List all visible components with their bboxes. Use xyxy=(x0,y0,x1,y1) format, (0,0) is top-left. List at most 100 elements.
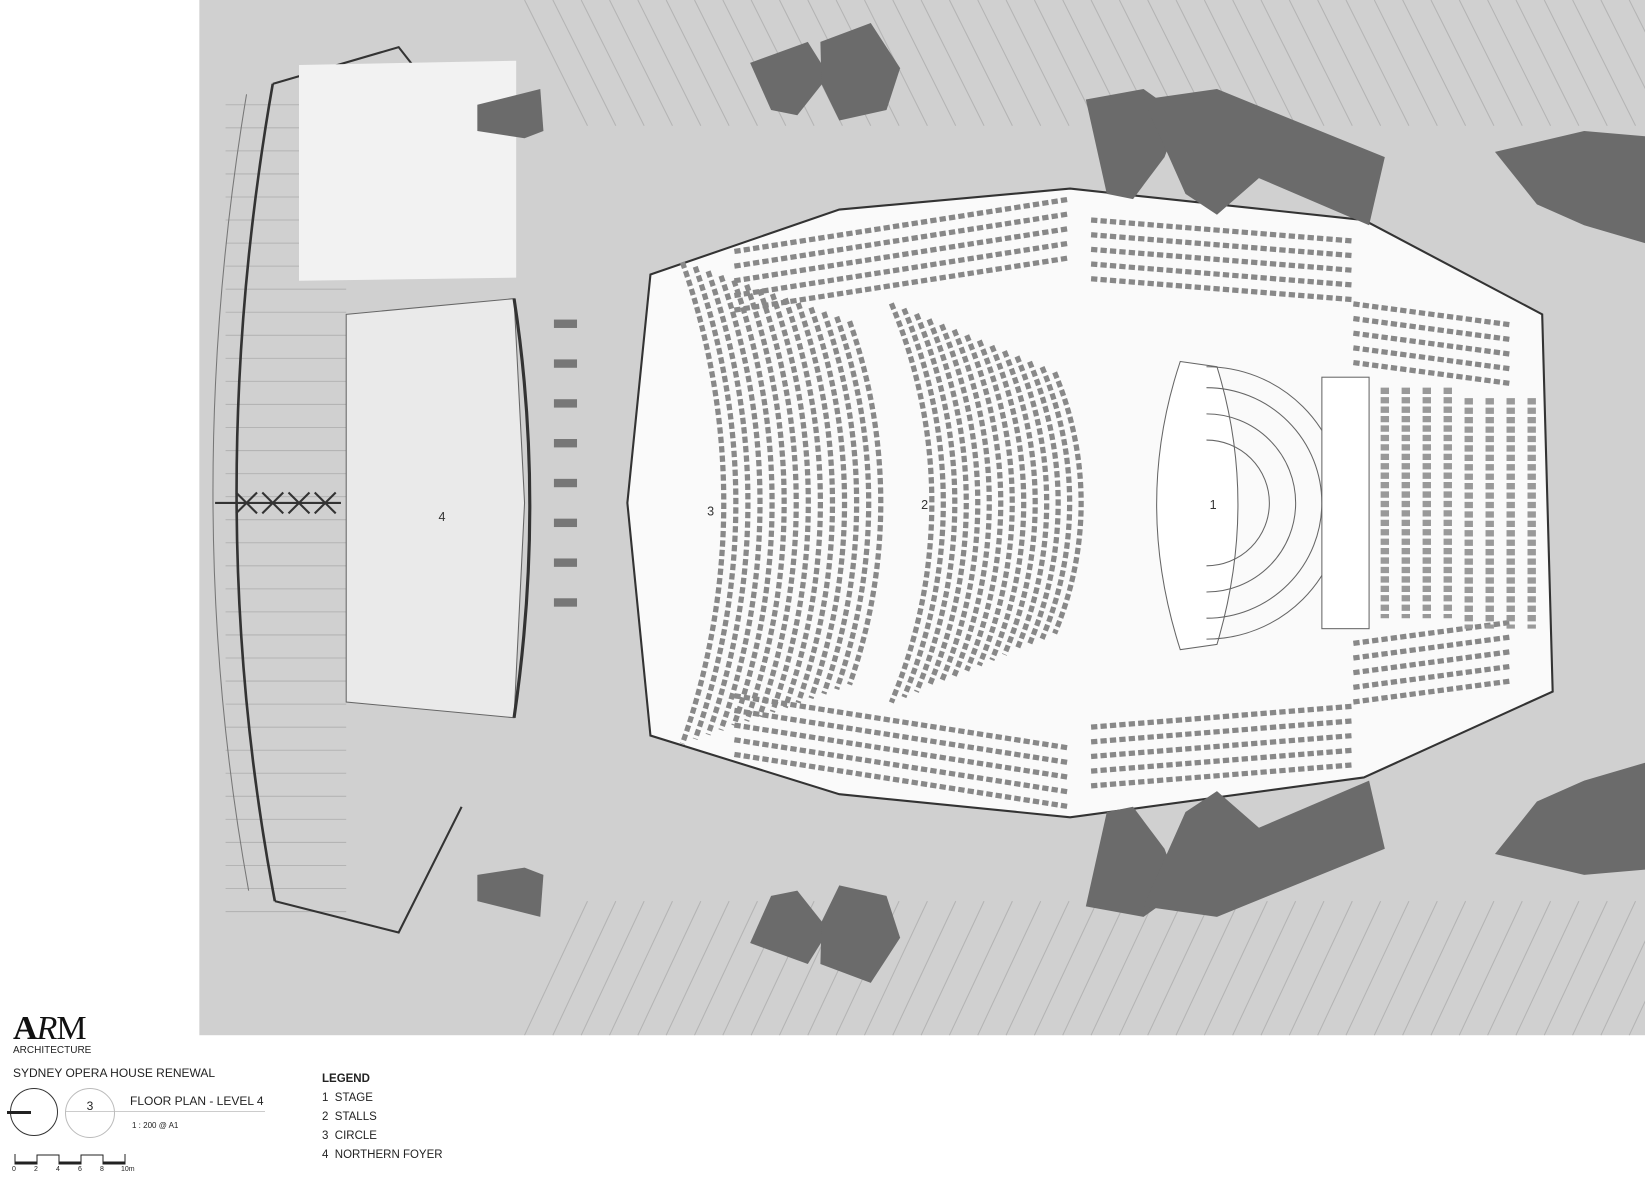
hatch-line xyxy=(1572,0,1637,126)
side-seat-row xyxy=(1353,619,1512,646)
drawing-number: 3 xyxy=(65,1088,115,1138)
auditorium-floor xyxy=(626,187,1554,819)
foyer-column xyxy=(553,319,578,328)
hatch-line xyxy=(1175,900,1240,1036)
hatch-line xyxy=(580,0,645,126)
foyer-column xyxy=(553,518,578,528)
legend: LEGEND 1 STAGE 2 STALLS 3 CIRCLE 4 NORTH… xyxy=(322,1070,443,1165)
side-seat-row xyxy=(1353,678,1512,705)
hatch-line xyxy=(1543,900,1608,1036)
hatch-line xyxy=(609,900,673,1036)
tick-label: 2 xyxy=(34,1166,38,1173)
side-seat-row xyxy=(1090,732,1354,760)
project-name: SYDNEY OPERA HOUSE RENEWAL xyxy=(13,1066,216,1080)
hatch-line xyxy=(1600,940,1645,1036)
shell-fragment xyxy=(477,867,544,917)
hatch-line xyxy=(694,0,758,126)
foyer-light-area xyxy=(298,60,517,281)
hatch-line xyxy=(1515,900,1580,1036)
stalls-seat-row xyxy=(1052,371,1084,635)
label-circle: 3 xyxy=(707,505,714,519)
hatch-line xyxy=(1345,900,1410,1036)
stalls-seat-row xyxy=(1014,355,1050,651)
shell-fragment xyxy=(820,23,901,121)
hatch-line xyxy=(1317,0,1382,126)
hatch-line xyxy=(1232,0,1297,126)
hatch-line xyxy=(1203,0,1268,126)
foyer-column xyxy=(553,439,578,448)
circle-seat-row xyxy=(705,270,751,736)
firm-name: ARCHITECTURE xyxy=(13,1045,92,1056)
stalls-seat-row xyxy=(1027,360,1061,646)
hatch-line xyxy=(1005,900,1070,1036)
hatch-line xyxy=(1062,900,1127,1036)
foyer-column xyxy=(553,598,578,607)
legend-item: 2 STALLS xyxy=(322,1111,377,1123)
hatch-line xyxy=(1373,0,1438,126)
hatch-line xyxy=(580,900,645,1036)
hatch-line xyxy=(1572,900,1637,1036)
shell-fragment xyxy=(1494,762,1645,875)
hatch-line xyxy=(1147,900,1212,1036)
hatch-line xyxy=(1288,0,1353,126)
stalls-seat-row xyxy=(989,344,1027,662)
side-seat-row xyxy=(1090,217,1354,244)
hatch-line xyxy=(1345,0,1410,126)
facade-line-bottom xyxy=(274,806,463,934)
hatch-line xyxy=(1260,0,1325,126)
northern-foyer-floor xyxy=(345,298,526,719)
hatch-line xyxy=(552,900,617,1036)
hatch-line xyxy=(892,900,957,1036)
tick-label: 10m xyxy=(121,1166,135,1173)
hatch-line xyxy=(1232,900,1297,1036)
hatch-line xyxy=(552,0,617,126)
tick-label: 8 xyxy=(100,1166,104,1173)
stalls-seat-row xyxy=(964,334,1004,672)
side-seat-row xyxy=(1090,276,1354,303)
legend-item: 3 CIRCLE xyxy=(322,1130,377,1142)
shell-fragment xyxy=(1494,130,1645,244)
circle-seat-row xyxy=(847,320,884,686)
shell-fragment xyxy=(750,890,829,964)
hatch-line xyxy=(1033,900,1098,1036)
tick-label: 6 xyxy=(78,1166,82,1173)
hatch-line xyxy=(1402,900,1467,1036)
stalls-seat-row xyxy=(976,339,1015,667)
circle-seat-row xyxy=(769,293,811,713)
side-seat-row xyxy=(1353,649,1512,676)
hatch-line xyxy=(920,0,985,126)
hatch-line xyxy=(977,0,1042,126)
circle-seat-row xyxy=(757,288,799,718)
circle-seat-row xyxy=(731,279,775,727)
shell-fragment xyxy=(1143,89,1385,226)
side-seat-row xyxy=(1090,747,1354,774)
hatch-line xyxy=(1317,900,1382,1036)
hatch-line xyxy=(1458,0,1523,126)
hatch-line xyxy=(1515,0,1580,126)
stage-area xyxy=(1156,360,1370,651)
hatch-line xyxy=(1373,900,1438,1036)
side-seat-row xyxy=(1090,232,1354,259)
shell-fragment xyxy=(477,89,544,139)
side-seat-row xyxy=(1090,703,1354,730)
legend-heading: LEGEND xyxy=(322,1073,370,1085)
hatch-line xyxy=(1543,0,1608,126)
hatch-line xyxy=(1458,900,1523,1036)
stalls-seat-row xyxy=(951,328,992,677)
shell-fragment xyxy=(820,885,901,983)
hatch-line xyxy=(1600,0,1645,90)
circle-seat-row xyxy=(834,315,872,691)
side-seat-row xyxy=(1353,301,1512,328)
hatch-line xyxy=(892,0,957,126)
tick-label: 4 xyxy=(56,1166,60,1173)
foyer-column xyxy=(553,359,578,368)
foyer-columns xyxy=(553,319,578,607)
hatch-line xyxy=(1487,900,1552,1036)
label-stage: 1 xyxy=(1210,498,1217,512)
scale-bar xyxy=(14,1154,126,1165)
label-stalls: 2 xyxy=(921,498,928,512)
hatch-line xyxy=(609,0,673,126)
hatch-line xyxy=(948,900,1013,1036)
outer-glazing-line xyxy=(212,94,250,891)
